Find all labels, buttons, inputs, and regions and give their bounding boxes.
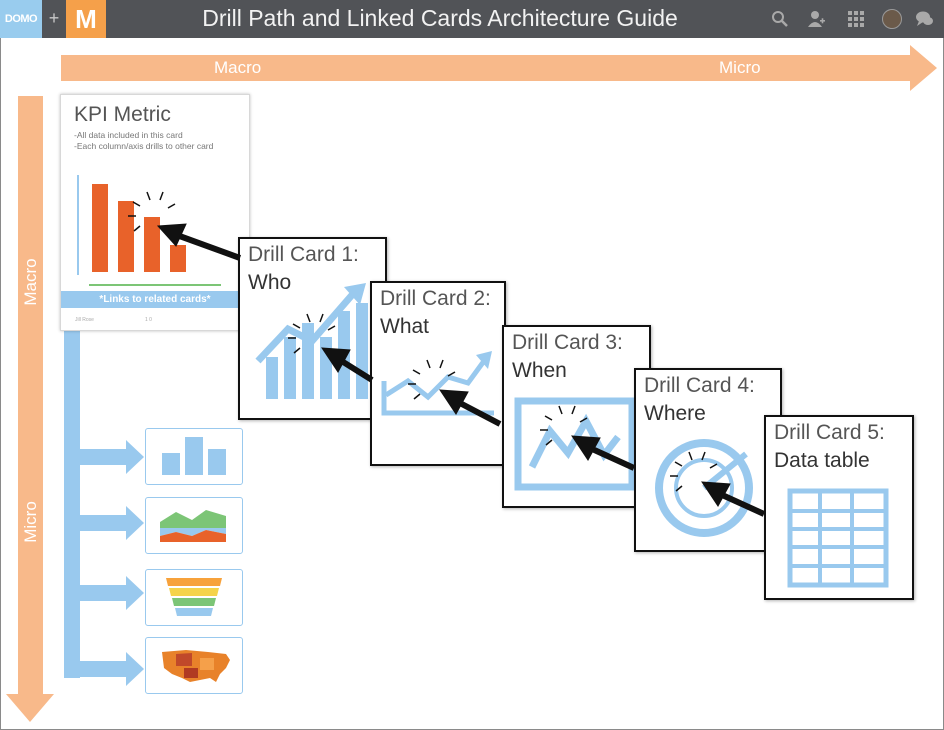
drill-card-2-label: Drill Card 2: — [380, 287, 491, 310]
app-logo[interactable]: M — [66, 0, 106, 38]
kpi-footer-owner: Jill Rose — [75, 317, 94, 323]
kpi-title: KPI Metric — [74, 103, 171, 126]
drill-card-4-name: Where — [644, 402, 706, 425]
drill-pointer-5 — [670, 451, 766, 517]
drill-card-4[interactable]: Drill Card 4: Where — [634, 368, 782, 552]
drill-card-3[interactable]: Drill Card 3: When — [502, 325, 651, 508]
funnel-icon — [166, 578, 222, 616]
domo-logo[interactable]: DOMO — [0, 0, 42, 38]
drill-card-5-label: Drill Card 5: — [774, 421, 885, 444]
drill-card-5-name: Data table — [774, 449, 870, 472]
search-icon[interactable] — [770, 9, 790, 29]
bar-chart-icon — [162, 437, 226, 475]
kpi-footer-stats: 1 0 — [145, 317, 152, 323]
drill-card-4-label: Drill Card 4: — [644, 374, 755, 397]
page-title: Drill Path and Linked Cards Architecture… — [202, 5, 678, 31]
links-band[interactable]: *Links to related cards* — [61, 291, 249, 308]
stacked-area-icon — [160, 510, 226, 542]
drill-card-2[interactable]: Drill Card 2: What — [370, 281, 506, 466]
kpi-desc-line1: -All data included in this card — [74, 130, 183, 140]
drill-pointer-1 — [128, 191, 242, 261]
line-trend-icon — [381, 351, 494, 416]
kpi-description: -All data included in this card -Each co… — [74, 130, 239, 152]
drill-card-1-name: Who — [248, 271, 292, 294]
drill-card-1-label: Drill Card 1: — [248, 243, 359, 266]
grid-icon[interactable] — [846, 9, 866, 29]
kpi-desc-line2: -Each column/axis drills to other card — [74, 141, 214, 151]
drill-card-3-name: When — [512, 359, 567, 382]
plus-icon[interactable]: + — [48, 8, 60, 28]
avatar[interactable] — [882, 9, 902, 29]
kpi-bar-chart-icon — [77, 175, 221, 286]
drill-pointer-3 — [408, 359, 502, 427]
drill-pointer-4 — [540, 405, 636, 471]
micro-horizontal-label: Micro — [719, 58, 761, 77]
drill-card-5[interactable]: Drill Card 5: Data table — [764, 415, 914, 600]
add-user-icon[interactable] — [806, 9, 826, 29]
bar-trend-icon — [255, 283, 368, 399]
drill-card-1[interactable]: Drill Card 1: Who — [238, 237, 387, 420]
macro-horizontal-label: Macro — [214, 58, 262, 77]
chat-icon[interactable] — [914, 9, 934, 29]
linked-card-bar[interactable] — [145, 428, 243, 485]
linked-card-funnel[interactable] — [145, 569, 243, 626]
linked-card-area[interactable] — [145, 497, 243, 554]
top-bar: DOMO + M Drill Path and Linked Cards Arc… — [0, 0, 944, 38]
linked-card-map[interactable] — [145, 637, 243, 694]
us-map-icon — [162, 650, 230, 682]
drill-pointer-2 — [288, 313, 374, 383]
drill-card-3-label: Drill Card 3: — [512, 331, 623, 354]
kpi-metric-card[interactable]: KPI Metric -All data included in this ca… — [60, 94, 250, 331]
table-icon — [787, 488, 889, 588]
drill-card-2-name: What — [380, 315, 430, 338]
